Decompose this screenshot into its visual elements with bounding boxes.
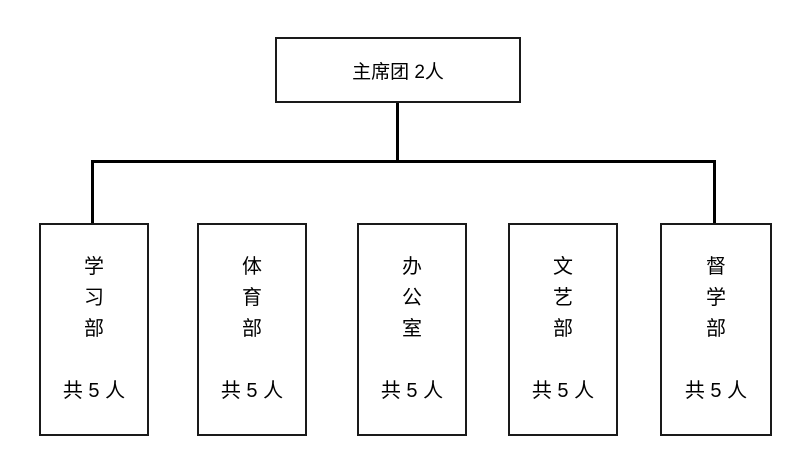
- dept-count: 共 5 人: [220, 380, 284, 402]
- connector-horizontal-bar: [91, 160, 716, 163]
- dept-count: 共 5 人: [62, 380, 126, 402]
- dept-name: 体育部: [242, 256, 262, 340]
- dept-name: 学习部: [84, 256, 104, 340]
- dept-count: 共 5 人: [380, 380, 444, 402]
- dept-count: 共 5 人: [531, 380, 595, 402]
- dept-box-sports: 体育部 共 5 人: [197, 223, 307, 436]
- connector-root-stem: [396, 103, 399, 163]
- root-box-label: 主席团 2人: [352, 61, 444, 83]
- dept-name: 督学部: [706, 256, 726, 340]
- dept-box-arts: 文艺部 共 5 人: [508, 223, 618, 436]
- dept-box-supervision: 督学部 共 5 人: [660, 223, 772, 436]
- connector-right-drop: [713, 160, 716, 223]
- dept-box-office: 办公室 共 5 人: [357, 223, 467, 436]
- dept-count: 共 5 人: [684, 380, 748, 402]
- dept-name: 办公室: [402, 256, 422, 340]
- dept-box-study: 学习部 共 5 人: [39, 223, 149, 436]
- dept-name: 文艺部: [553, 256, 573, 340]
- connector-left-drop: [91, 160, 94, 223]
- root-box-presidium: 主席团 2人: [275, 37, 521, 103]
